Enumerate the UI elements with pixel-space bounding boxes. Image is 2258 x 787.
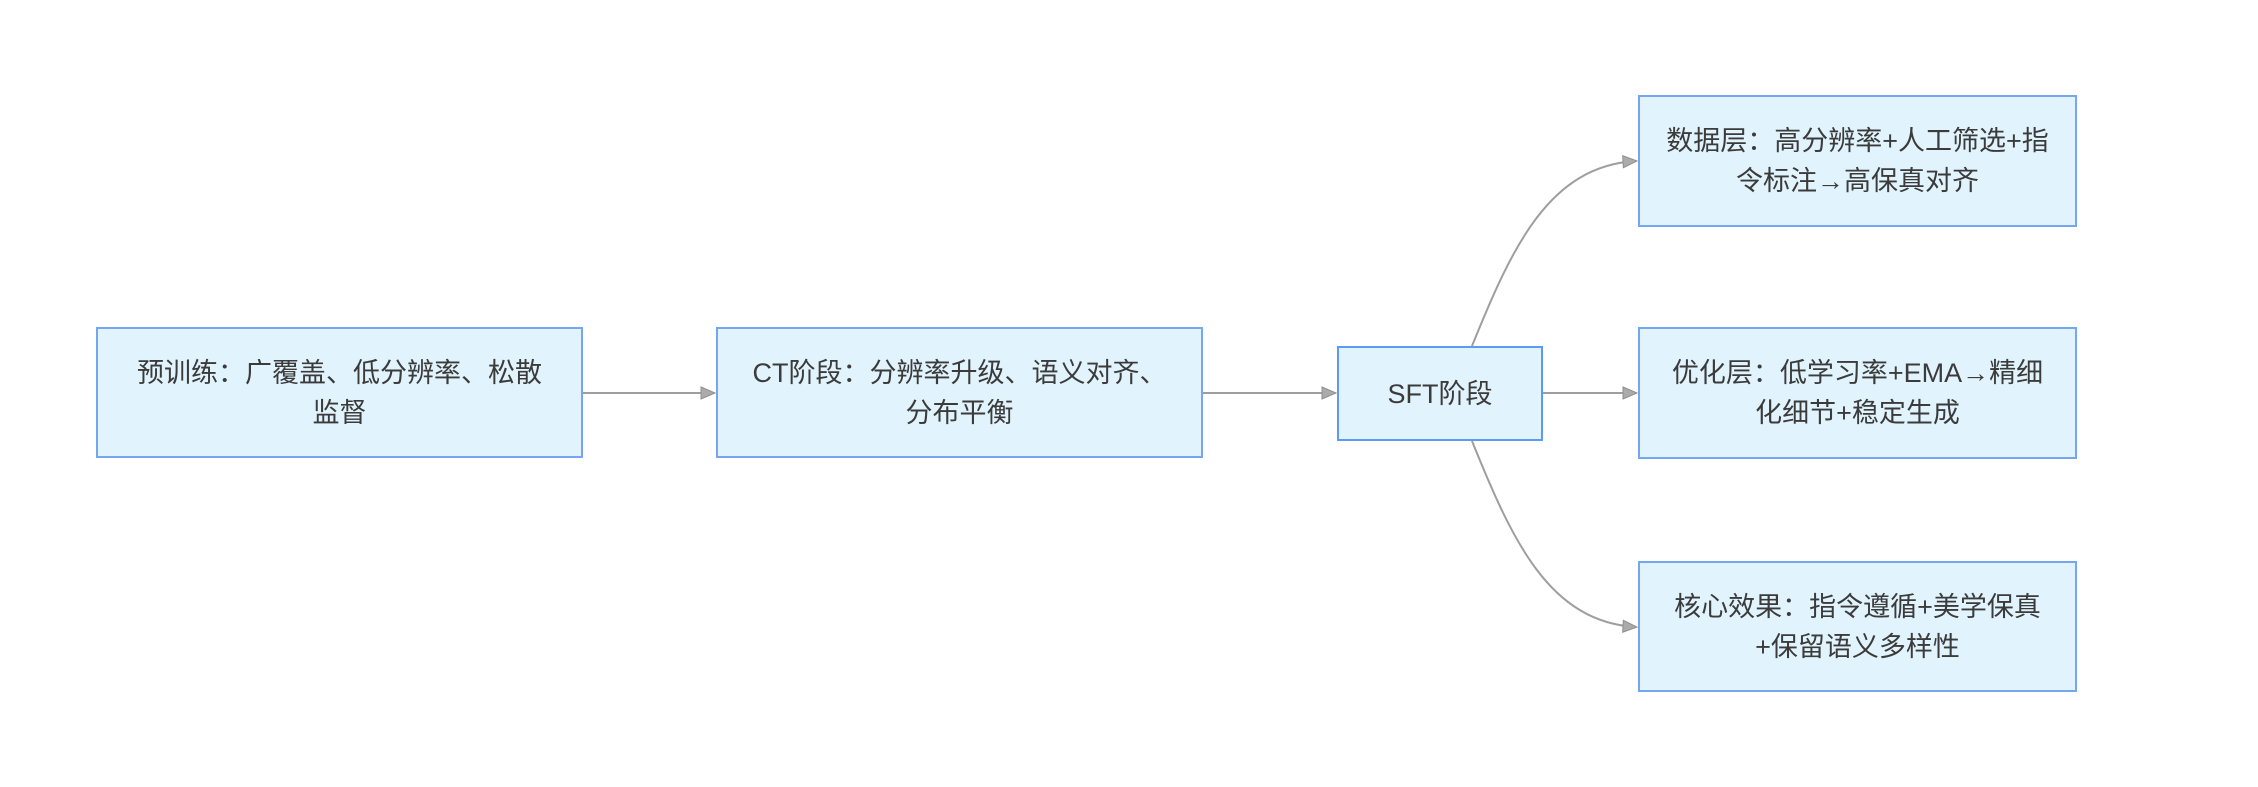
node-pretrain-label: 预训练：广覆盖、低分辨率、松散监督 (137, 357, 542, 428)
node-sft-stage: SFT阶段 (1337, 346, 1543, 441)
node-ct-stage-label: CT阶段：分辨率升级、语义对齐、分布平衡 (752, 357, 1167, 428)
node-pretrain: 预训练：广覆盖、低分辨率、松散监督 (96, 327, 583, 458)
node-data-layer-label: 数据层：高分辨率+人工筛选+指令标注→高保真对齐 (1666, 126, 2049, 196)
node-ct-stage: CT阶段：分辨率升级、语义对齐、分布平衡 (716, 327, 1203, 458)
node-core-effect-label: 核心效果：指令遵循+美学保真+保留语义多样性 (1674, 591, 2041, 662)
node-core-effect: 核心效果：指令遵循+美学保真+保留语义多样性 (1638, 561, 2077, 692)
node-sft-stage-label: SFT阶段 (1387, 378, 1493, 409)
edge-sft-to-data-layer (1471, 161, 1636, 347)
node-optimization-layer-label: 优化层：低学习率+EMA→精细化细节+稳定生成 (1671, 358, 2044, 428)
node-data-layer: 数据层：高分辨率+人工筛选+指令标注→高保真对齐 (1638, 95, 2077, 227)
edge-sft-to-core-effect (1471, 440, 1636, 627)
node-optimization-layer: 优化层：低学习率+EMA→精细化细节+稳定生成 (1638, 327, 2077, 459)
